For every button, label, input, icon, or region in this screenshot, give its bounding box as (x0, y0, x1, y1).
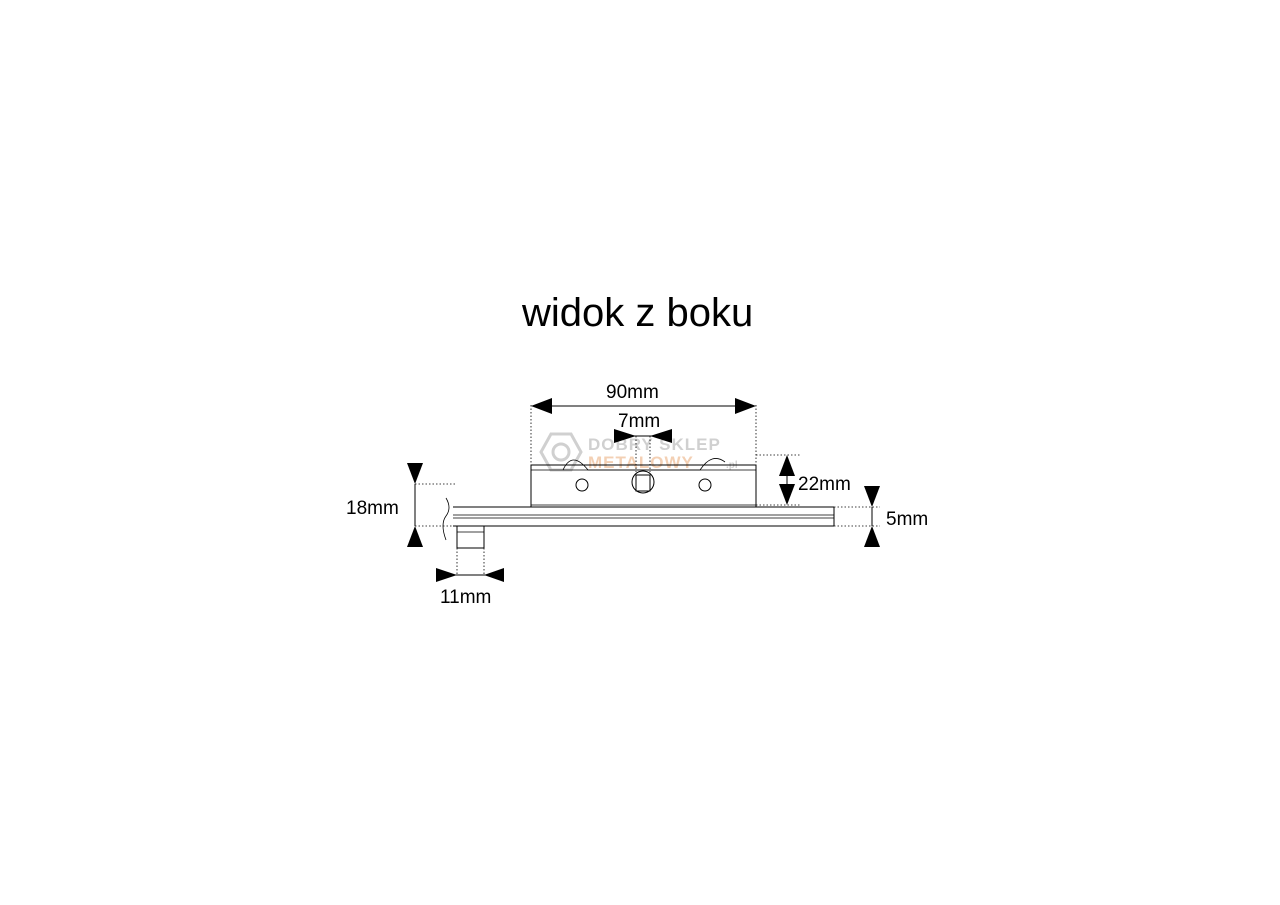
watermark: DOBRY SKLEP METALOWY .pl (539, 432, 738, 472)
dim-height: 22mm (756, 454, 851, 506)
dim-pin: 7mm (614, 411, 672, 472)
dim-height-label: 22mm (798, 474, 851, 495)
plate-rail (442, 497, 835, 541)
center-pin (631, 470, 655, 494)
dim-length-label: 90mm (606, 382, 659, 403)
hole-right (698, 478, 712, 492)
dim-plate-label: 5mm (886, 509, 928, 530)
foot-post (456, 525, 485, 575)
dim-total-label: 18mm (346, 498, 399, 519)
hole-left (575, 478, 589, 492)
dim-total: 18mm (346, 463, 455, 547)
dim-plate: 5mm (834, 486, 928, 547)
dim-foot-label: 11mm (440, 587, 491, 608)
dim-pin-label: 7mm (618, 411, 660, 432)
dim-foot: 11mm (436, 568, 504, 608)
watermark-line1: DOBRY SKLEP (588, 435, 721, 454)
dim-length: 90mm (530, 382, 757, 465)
drawing-title: widok z boku (521, 291, 753, 335)
watermark-line2: METALOWY (588, 453, 694, 472)
